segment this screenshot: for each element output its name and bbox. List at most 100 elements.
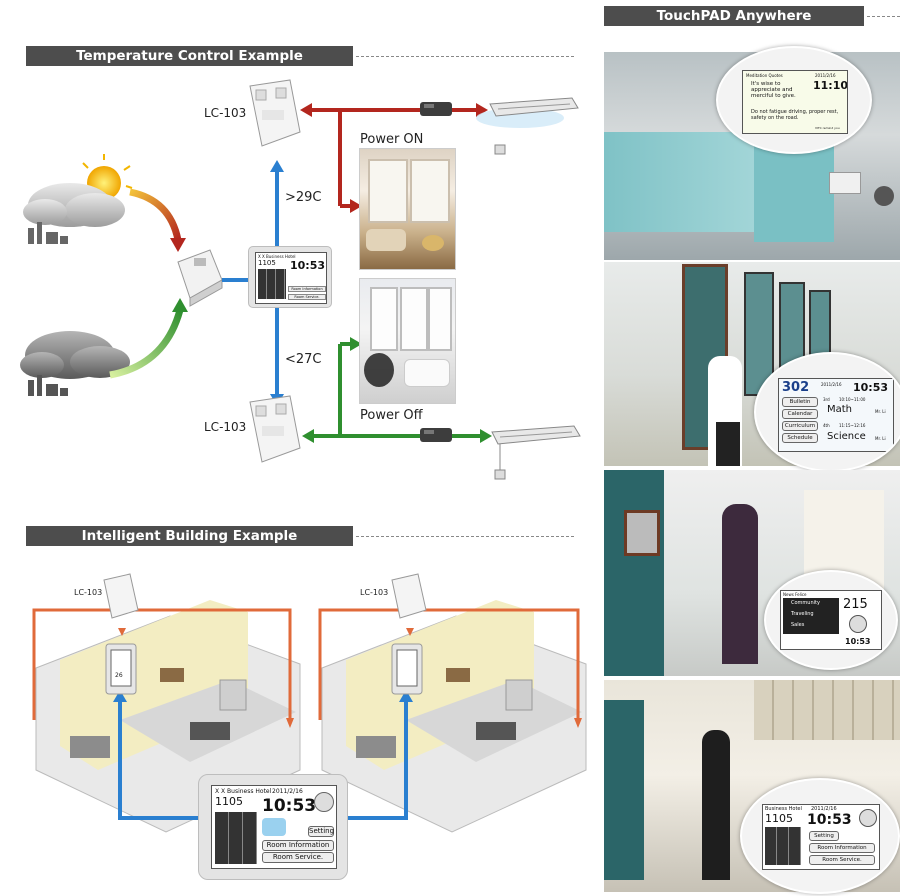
large-keypad — [215, 812, 257, 864]
large-room-number: 1105 — [215, 795, 243, 808]
hotel-keypad — [765, 827, 801, 865]
power-off-label: Power Off — [360, 408, 423, 423]
weather-icon — [262, 818, 286, 836]
anywhere-section-header: TouchPAD Anywhere — [604, 6, 864, 26]
large-setting-button[interactable]: Setting — [308, 826, 335, 837]
hotel-setting-button[interactable]: Setting — [809, 831, 839, 841]
air-conditioner-bottom — [491, 425, 581, 480]
large-hotel-name: X X Business Hotel — [215, 788, 272, 795]
large-time: 10:53 — [262, 796, 317, 816]
teacher2: Mr. Li — [875, 436, 886, 441]
hotel-date: 2011/2/16 — [811, 806, 837, 812]
building-section-header: Intelligent Building Example — [26, 526, 353, 546]
building-lc103-left — [103, 573, 139, 619]
quotes-title: Meditation Quotes — [746, 73, 783, 78]
news-item-sales[interactable]: Sales — [791, 622, 805, 628]
bubble-news: News Felice Community Traveling Sales 21… — [764, 570, 898, 670]
curriculum-button[interactable]: Curriculum — [782, 421, 818, 431]
bubble-meditation-quotes: Meditation Quotes 2011/2/16 11:10 It's w… — [716, 46, 872, 154]
temperature-header-rule — [356, 56, 574, 57]
large-room-info-button[interactable]: Room Information — [262, 840, 334, 851]
touchpad-temperature-hotel: X X Business Hotel — [258, 254, 296, 259]
quotes-screen: Meditation Quotes 2011/2/16 11:10 It's w… — [742, 70, 848, 134]
building-lc103-right — [391, 573, 427, 619]
hotel-room-service-button[interactable]: Room Service. — [809, 855, 875, 865]
schedule-room: 302 — [782, 380, 810, 395]
teacher1: Mr. Li — [875, 409, 886, 414]
period4-time: 11:15~12:16 — [839, 423, 866, 428]
hot-curve-arrow — [129, 188, 182, 241]
bubble-school-schedule: 302 2011/2/16 10:53 Bulletin Calendar Cu… — [754, 352, 900, 472]
quotes-foot: VITC remind you — [815, 126, 840, 130]
bubble-hotel: Business Hotel 2011/2/16 1105 10:53 Sett… — [740, 778, 900, 894]
hotel-bell-icon — [859, 809, 877, 827]
large-room-service-button[interactable]: Room Service. — [262, 852, 334, 863]
calendar-button[interactable]: Calendar — [782, 409, 818, 419]
floor-plan-right — [321, 600, 587, 833]
power-on-label: Power ON — [360, 132, 424, 147]
news-item-traveling[interactable]: Traveling — [791, 611, 814, 617]
building-diagram — [32, 573, 587, 833]
touchpad-temperature-screen: X X Business Hotel 1105 10:53 Room Infor… — [255, 252, 327, 304]
touchpad-temperature: X X Business Hotel 1105 10:53 Room Infor… — [248, 246, 332, 308]
room-photo-power-on — [359, 148, 456, 270]
cool-weather-icon — [20, 331, 130, 396]
news-bell-icon — [849, 615, 867, 633]
news-screen: News Felice Community Traveling Sales 21… — [780, 590, 882, 650]
floor-plan-left — [35, 600, 301, 833]
room-photo-power-off — [359, 278, 456, 404]
touchpad-temperature-room-info: Room Information — [288, 286, 326, 292]
news-room: 215 — [843, 597, 868, 612]
temperature-sensor — [177, 249, 223, 307]
building-lc103-left-label: LC-103 — [74, 588, 103, 597]
touchpad-temperature-room: 1105 — [258, 259, 276, 267]
temperature-diagram — [20, 79, 581, 480]
warm-weather-icon — [23, 154, 133, 244]
bell-icon — [314, 792, 334, 812]
anywhere-header-rule — [867, 16, 900, 17]
touchpad-hotel-large: X X Business Hotel 1105 2011/2/16 10:53 … — [198, 774, 348, 880]
power-adapter-bottom — [420, 428, 452, 442]
cold-curve-arrow — [109, 309, 184, 379]
large-date: 2011/2/16 — [272, 788, 303, 795]
lc103-top-label: LC-103 — [204, 106, 247, 120]
quotes-date: 2011/2/16 — [815, 73, 836, 78]
lc103-bottom-label: LC-103 — [204, 420, 247, 434]
touchpad-temperature-keypad — [258, 269, 286, 299]
news-time: 10:53 — [845, 637, 871, 646]
hotel-time: 10:53 — [807, 812, 852, 828]
subject1: Math — [827, 404, 853, 415]
news-title: News Felice — [783, 592, 807, 597]
threshold-high-label: >29C — [285, 190, 322, 205]
period3-label: 3rd — [823, 397, 830, 402]
lc103-module-bottom — [249, 395, 301, 463]
news-list — [783, 598, 839, 634]
touchpad-temperature-time: 10:53 — [290, 259, 326, 272]
air-conditioner-top — [476, 97, 579, 155]
quotes-time: 11:10 — [813, 79, 848, 92]
schedule-time: 10:53 — [853, 381, 889, 394]
hotel-screen: Business Hotel 2011/2/16 1105 10:53 Sett… — [762, 804, 880, 870]
touchpad-temperature-room-service: Room Service. — [288, 294, 326, 300]
news-item-community[interactable]: Community — [791, 600, 820, 606]
lc103-module-top — [249, 79, 301, 147]
quotes-line1: It's wise to appreciate and merciful to … — [751, 81, 796, 99]
schedule-button[interactable]: Schedule — [782, 433, 818, 443]
period4-label: 4th — [823, 423, 830, 428]
period3-time: 10:10~11:00 — [839, 397, 866, 402]
schedule-date: 2011/2/16 — [821, 382, 842, 387]
hotel-room-info-button[interactable]: Room Information — [809, 843, 875, 853]
hotel-room: 1105 — [765, 812, 793, 825]
building-small-temp: 26 — [115, 672, 123, 679]
hotel-name: Business Hotel — [765, 806, 802, 812]
touchpad-hotel-large-screen: X X Business Hotel 1105 2011/2/16 10:53 … — [211, 785, 337, 869]
building-lc103-right-label: LC-103 — [360, 588, 389, 597]
power-adapter-top — [420, 102, 452, 116]
schedule-screen: 302 2011/2/16 10:53 Bulletin Calendar Cu… — [778, 378, 894, 452]
building-header-rule — [356, 536, 574, 537]
quotes-line2: Do not fatigue driving, proper rest, saf… — [751, 109, 839, 121]
subject2: Science — [827, 431, 866, 442]
threshold-low-label: <27C — [285, 352, 322, 367]
temperature-section-header: Temperature Control Example — [26, 46, 353, 66]
bulletin-button[interactable]: Bulletin — [782, 397, 818, 407]
